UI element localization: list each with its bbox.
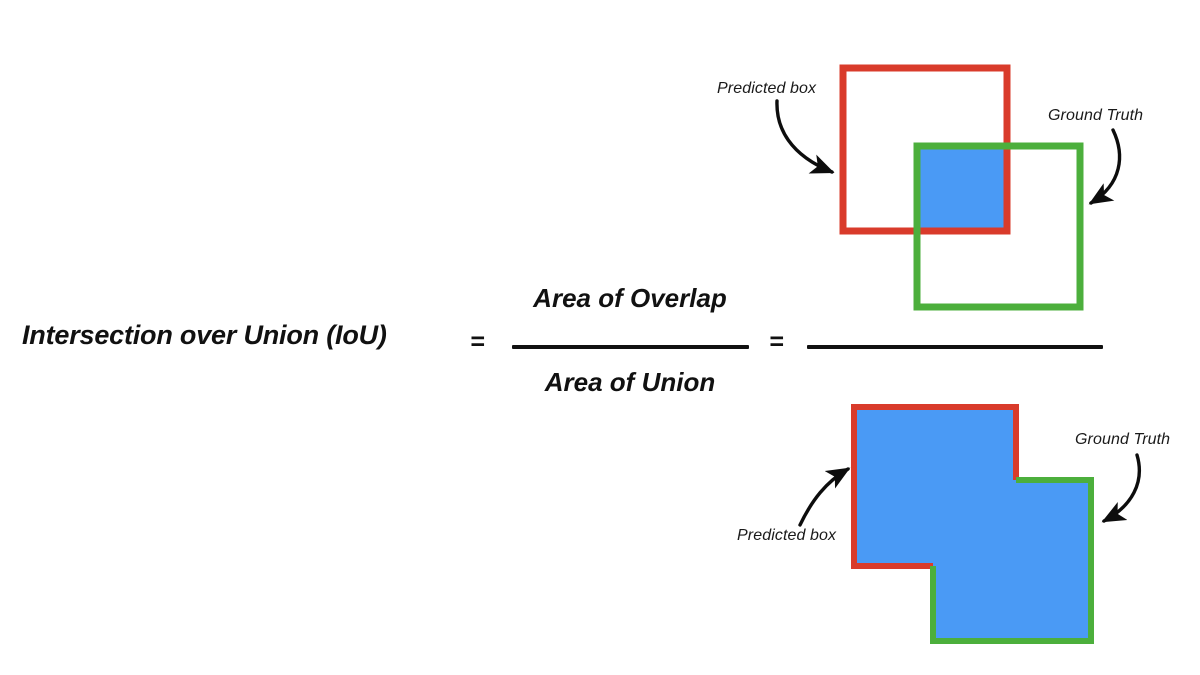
callout-arrow-predicted-overlap (775, 99, 835, 174)
fraction-numerator-label: Area of Overlap (533, 283, 727, 313)
predicted-box-outline-union (851, 404, 1019, 569)
fraction-bar-first (512, 345, 749, 349)
fraction-bar-second (807, 345, 1103, 349)
callout-arrow-ground-truth-union (1101, 453, 1142, 523)
label-predicted-box-overlap: Predicted box (717, 80, 817, 97)
callout-arrow-ground-truth-overlap (1088, 128, 1122, 205)
equals-sign-first: = (470, 328, 485, 356)
equals-sign-second: = (769, 328, 784, 356)
label-ground-truth-union: Ground Truth (1075, 431, 1171, 448)
label-predicted-box-union: Predicted box (737, 527, 837, 544)
callout-arrow-predicted-union (798, 467, 851, 527)
ground-truth-rect-overlap (913, 142, 1084, 311)
union-fill-polygon (854, 407, 1091, 641)
label-ground-truth-overlap: Ground Truth (1048, 107, 1144, 124)
fraction-denominator-label: Area of Union (544, 367, 716, 397)
ground-truth-outline-union (930, 477, 1094, 644)
overlap-diagram-group (775, 64, 1122, 311)
overlap-fill-rect (917, 146, 1007, 231)
page-title: Intersection over Union (IoU) (22, 320, 387, 350)
predicted-box-rect-overlap (839, 64, 1011, 235)
